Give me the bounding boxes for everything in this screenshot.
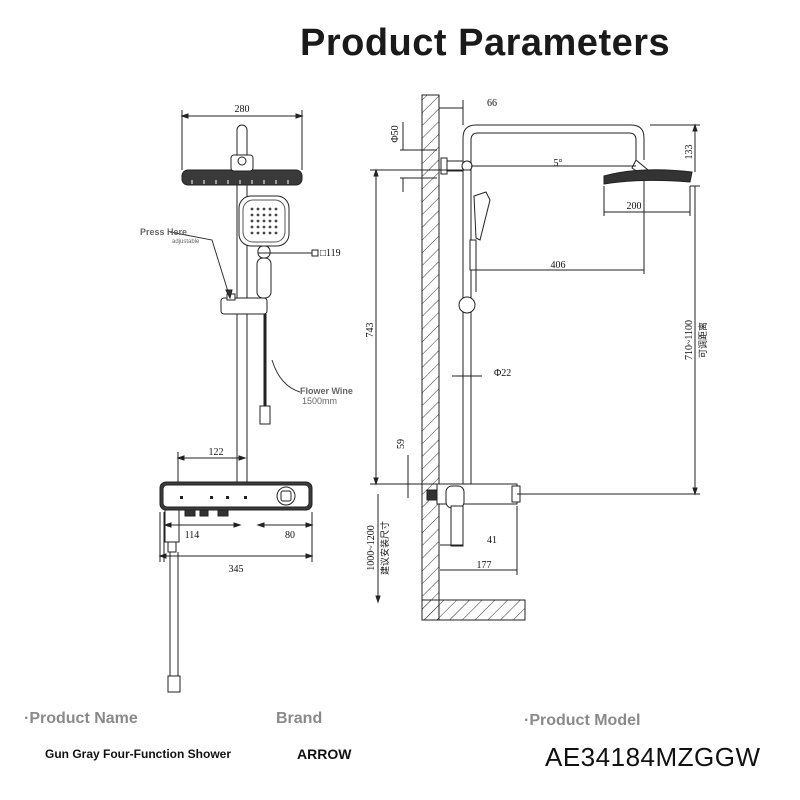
dim-head-size: □119 — [320, 248, 341, 259]
hose-note: Flower Wine — [300, 386, 353, 396]
dim-adjust-range: 710~1100 — [684, 320, 695, 360]
dim-tilt: 5° — [554, 158, 563, 169]
product-name-label: ·Product Name — [24, 710, 138, 727]
dim-spacing: 122 — [209, 447, 224, 458]
thermostatic-shelf — [159, 481, 313, 553]
dim-install-note: 建议安装尺寸 — [379, 521, 390, 575]
dim-depth: 177 — [477, 560, 492, 571]
dim-head-dia: 200 — [627, 201, 642, 212]
product-model-value: AE34184MZGGW — [545, 742, 761, 772]
dim-drop: 133 — [684, 145, 695, 160]
dim-spout: 41 — [487, 535, 497, 546]
hose-length-note: 1500mm — [302, 396, 337, 406]
brand-label: Brand — [276, 710, 323, 727]
overhead-shower-head — [181, 124, 303, 186]
dim-outlet-b: 80 — [285, 530, 295, 541]
press-here-subnote: adjustable — [172, 239, 200, 245]
dim-reach: 406 — [551, 260, 566, 271]
hand-shower — [238, 195, 319, 299]
press-here-note: Press Here — [140, 227, 187, 237]
front-view — [158, 110, 319, 693]
brand-value: ARROW — [297, 746, 352, 762]
dim-adjust-note: 可调距离 — [697, 322, 708, 358]
dim-bar-height: 743 — [365, 323, 376, 338]
technical-drawing: 280 □119 122 114 80 345 Press Here adjus… — [140, 94, 708, 693]
dim-width: 345 — [229, 564, 244, 575]
page-title: Product Parameters — [300, 22, 671, 64]
dim-arm-offset: 66 — [487, 98, 497, 109]
dim-outlet-a: 114 — [185, 530, 200, 541]
dim-rod-dia: Φ22 — [494, 368, 511, 379]
dim-pipe-dia: Φ50 — [390, 125, 401, 142]
product-model-label: ·Product Model — [524, 712, 641, 729]
dim-install-height: 1000~1200 — [366, 525, 377, 570]
product-name-value: Gun Gray Four-Function Shower — [45, 747, 231, 761]
dim-head-width: 280 — [235, 104, 250, 115]
dim-inlet-offset: 59 — [396, 439, 407, 449]
side-view — [370, 94, 700, 621]
